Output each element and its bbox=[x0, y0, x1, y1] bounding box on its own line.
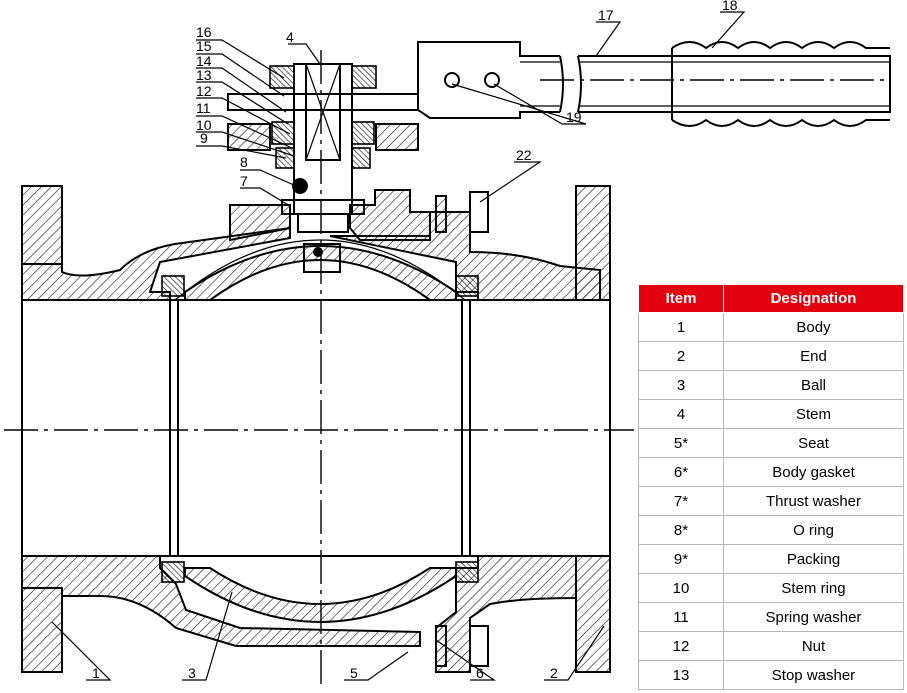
ball bbox=[169, 239, 471, 623]
callout-17: 17 bbox=[598, 7, 614, 23]
callout-9: 9 bbox=[200, 130, 208, 146]
leader-lines bbox=[51, 11, 746, 681]
item-cell: 9* bbox=[638, 544, 724, 574]
item-cell: 7* bbox=[638, 486, 724, 516]
end-lower-wall bbox=[435, 555, 577, 673]
table-row: 5*Seat bbox=[638, 428, 904, 458]
callout-8: 8 bbox=[240, 154, 248, 170]
callout-labels: 16 15 14 13 12 11 10 9 8 7 4 17 18 19 22… bbox=[92, 0, 738, 681]
callout-16: 16 bbox=[196, 24, 212, 40]
center-lines bbox=[4, 50, 890, 690]
header-item: Item bbox=[638, 284, 724, 313]
designation-cell: Spring washer bbox=[723, 602, 904, 632]
handle bbox=[417, 41, 891, 127]
body-left-flange bbox=[21, 185, 63, 265]
designation-cell: Stop washer bbox=[723, 660, 904, 690]
body-neck bbox=[229, 204, 291, 242]
table-row: 7*Thrust washer bbox=[638, 486, 904, 516]
item-cell: 10 bbox=[638, 573, 724, 603]
table-row: 8*O ring bbox=[638, 515, 904, 545]
callout-6: 6 bbox=[476, 665, 484, 681]
end-upper-wall bbox=[329, 211, 601, 301]
callout-12: 12 bbox=[196, 83, 212, 99]
item-cell: 13 bbox=[638, 660, 724, 690]
body-upper-wall bbox=[21, 226, 291, 301]
designation-cell: Nut bbox=[723, 631, 904, 661]
item-cell: 5* bbox=[638, 428, 724, 458]
callout-10: 10 bbox=[196, 117, 212, 133]
callout-13: 13 bbox=[196, 67, 212, 83]
designation-cell: Packing bbox=[723, 544, 904, 574]
designation-cell: Ball bbox=[723, 370, 904, 400]
item-cell: 6* bbox=[638, 457, 724, 487]
callout-11: 11 bbox=[196, 100, 211, 116]
designation-cell: Seat bbox=[723, 428, 904, 458]
item-cell: 2 bbox=[638, 341, 724, 371]
table-row: 9*Packing bbox=[638, 544, 904, 574]
callout-4: 4 bbox=[286, 29, 294, 45]
item-cell: 11 bbox=[638, 602, 724, 632]
callout-18: 18 bbox=[722, 0, 738, 13]
callout-5: 5 bbox=[350, 665, 358, 681]
callout-3: 3 bbox=[188, 665, 196, 681]
item-cell: 8* bbox=[638, 515, 724, 545]
item-cell: 12 bbox=[638, 631, 724, 661]
callout-7: 7 bbox=[240, 173, 248, 189]
seats bbox=[161, 275, 479, 583]
flange-bolts bbox=[435, 191, 489, 667]
callout-2: 2 bbox=[550, 665, 558, 681]
designation-cell: Body bbox=[723, 312, 904, 342]
table-row: 6*Body gasket bbox=[638, 457, 904, 487]
body-lower-wall bbox=[21, 555, 421, 647]
item-cell: 3 bbox=[638, 370, 724, 400]
table-header-row: Item Designation bbox=[638, 284, 904, 313]
designation-cell: Stem ring bbox=[723, 573, 904, 603]
callout-1: 1 bbox=[92, 665, 100, 681]
valve-body bbox=[21, 185, 611, 673]
callout-14: 14 bbox=[196, 53, 212, 69]
designation-cell: Thrust washer bbox=[723, 486, 904, 516]
body-left-flange-lower bbox=[21, 587, 63, 673]
designation-cell: O ring bbox=[723, 515, 904, 545]
callout-22: 22 bbox=[516, 147, 532, 163]
designation-cell: End bbox=[723, 341, 904, 371]
end-right-flange-lower bbox=[575, 555, 611, 673]
callout-19: 19 bbox=[566, 109, 582, 125]
designation-cell: Body gasket bbox=[723, 457, 904, 487]
item-cell: 1 bbox=[638, 312, 724, 342]
end-right-flange bbox=[575, 185, 611, 301]
item-cell: 4 bbox=[638, 399, 724, 429]
designation-cell: Stem bbox=[723, 399, 904, 429]
body-neck-right bbox=[349, 189, 431, 241]
callout-15: 15 bbox=[196, 38, 212, 54]
header-designation: Designation bbox=[723, 284, 904, 313]
